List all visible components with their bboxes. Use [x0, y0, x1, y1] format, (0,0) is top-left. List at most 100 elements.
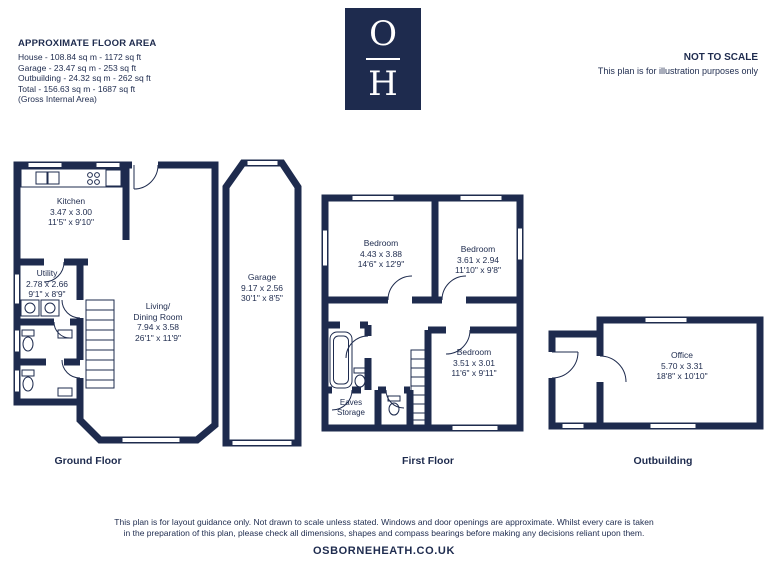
floor-area-summary: APPROXIMATE FLOOR AREA House - 108.84 sq…: [18, 38, 156, 105]
not-to-scale-title: NOT TO SCALE: [683, 52, 758, 63]
bath-icon: [329, 331, 353, 389]
room-name: Garage: [247, 272, 277, 282]
room-dims-imperial: 18'8" x 10'10": [656, 371, 708, 381]
house-interior-walls: [17, 168, 130, 402]
front-door-opening: [132, 160, 158, 170]
floor-label-ground: Ground Floor: [54, 455, 122, 467]
room-label-utility: Utility 2.78 x 2.66 9'1" x 8'9": [14, 268, 80, 300]
room-dims-imperial: 11'10" x 9'8": [455, 265, 501, 275]
room-name: Bedroom: [363, 238, 399, 248]
room-dims-metric: 2.78 x 2.66: [25, 278, 69, 289]
floor-area-gia: (Gross Internal Area): [18, 94, 97, 104]
room-dims-metric: 3.51 x 3.01: [452, 357, 496, 368]
window: [351, 195, 395, 201]
room-name: Bedroom: [460, 244, 496, 254]
osborne-heath-logo: O H: [345, 8, 421, 110]
logo-letter-h: H: [368, 64, 398, 104]
door-arc: [43, 261, 65, 283]
first-floor-outer-walls: [321, 194, 524, 432]
room-name: Utility: [36, 268, 58, 278]
logo-letter-o: O: [369, 14, 397, 54]
door-arc: [331, 389, 353, 411]
disclaimer-line-2: in the preparation of this plan, please …: [123, 528, 645, 538]
door-arc: [599, 355, 627, 383]
room-label-living-dining: Living/ Dining Room 7.94 x 3.58 26'1" x …: [100, 301, 216, 343]
room-dims-metric: 3.61 x 2.94: [456, 254, 500, 265]
room-label-eaves-storage: Eaves Storage: [325, 398, 377, 417]
window: [14, 369, 20, 393]
door-arc: [385, 389, 405, 409]
logo-divider: [366, 58, 400, 60]
window: [322, 229, 328, 267]
floor-label-outbuilding: Outbuilding: [633, 455, 693, 467]
room-dims-imperial: 30'1" x 8'5": [241, 293, 283, 303]
floor-area-garage: Garage - 23.47 sq m - 253 sq ft: [18, 62, 137, 73]
room-dims-imperial: 14'6" x 12'9": [357, 259, 405, 269]
door-arc: [345, 335, 369, 359]
door-arc: [445, 329, 471, 355]
first-floor-interior-walls: [325, 201, 520, 428]
window: [27, 162, 63, 168]
french-doors: [121, 437, 181, 443]
door-arc: [387, 275, 413, 301]
room-dims-imperial: 11'5" x 9'10": [48, 217, 94, 227]
room-label-garage: Garage 9.17 x 2.56 30'1" x 8'5": [224, 272, 300, 304]
door-arc: [551, 351, 579, 379]
room-name: Eaves: [339, 398, 363, 407]
door-arc: [441, 275, 467, 301]
front-door-arc: [133, 164, 159, 190]
room-name: Living/: [145, 301, 171, 311]
kitchen-fixtures: [20, 168, 123, 188]
room-dims-imperial: 9'1" x 8'9": [28, 289, 66, 299]
window: [561, 423, 585, 429]
disclaimer-line-1: This plan is for layout guidance only. N…: [114, 517, 654, 527]
staircase-first: [410, 349, 429, 421]
window: [649, 423, 697, 429]
outbuilding-door-opening: [547, 352, 557, 378]
room-name: Office: [670, 350, 694, 360]
window: [95, 162, 121, 168]
room-label-bedroom2: Bedroom 3.61 x 2.94 11'10" x 9'8": [438, 244, 518, 276]
room-label-bedroom3: Bedroom 3.51 x 3.01 11'6" x 9'11": [430, 347, 518, 379]
floor-area-title: APPROXIMATE FLOOR AREA: [18, 38, 157, 49]
room-name: Dining Room: [133, 311, 183, 322]
window: [459, 195, 503, 201]
scale-note: NOT TO SCALE This plan is for illustrati…: [548, 52, 758, 76]
room-label-office: Office 5.70 x 3.31 18'8" x 10'10": [612, 350, 752, 382]
room-name: Bedroom: [456, 347, 492, 357]
floor-label-first: First Floor: [402, 455, 454, 467]
staircase-ground: [85, 299, 115, 389]
floor-area-outbuilding: Outbuilding - 24.32 sq m - 262 sq ft: [18, 73, 151, 83]
house-outer-walls: [13, 161, 219, 444]
window: [14, 329, 20, 353]
room-dims-metric: 9.17 x 2.56: [240, 282, 284, 293]
room-dims-imperial: 26'1" x 11'9": [135, 332, 181, 343]
door-arc: [61, 359, 81, 379]
ground-floor-plan: [13, 159, 302, 447]
wc-fixtures: [21, 329, 73, 397]
room-dims-metric: 5.70 x 3.31: [660, 360, 704, 371]
garage-walls: [222, 159, 302, 447]
website-url: OSBORNEHEATH.CO.UK: [313, 545, 455, 557]
window: [517, 227, 523, 261]
utility-fixtures: [20, 299, 60, 317]
toilet-icon: [353, 367, 367, 388]
window: [644, 317, 688, 323]
not-to-scale-subtitle: This plan is for illustration purposes o…: [597, 66, 758, 76]
window: [14, 273, 20, 305]
room-name: Storage: [336, 407, 366, 417]
first-floor-plan: [321, 194, 524, 432]
outbuilding-plan: [547, 316, 764, 430]
door-arc: [61, 299, 81, 319]
toilet-icon: [387, 395, 401, 416]
room-dims-metric: 3.47 x 3.00: [49, 206, 93, 217]
room-dims-metric: 7.94 x 3.58: [136, 322, 180, 332]
room-dims-imperial: 11'6" x 9'11": [451, 368, 497, 378]
garage-door: [231, 440, 293, 446]
room-label-bedroom1: Bedroom 4.43 x 3.88 14'6" x 12'9": [330, 238, 432, 270]
floor-area-house: House - 108.84 sq m - 1172 sq ft: [18, 52, 142, 62]
room-name: Kitchen: [56, 196, 86, 206]
floor-area-total: Total - 156.63 sq m - 1687 sq ft: [18, 83, 136, 94]
